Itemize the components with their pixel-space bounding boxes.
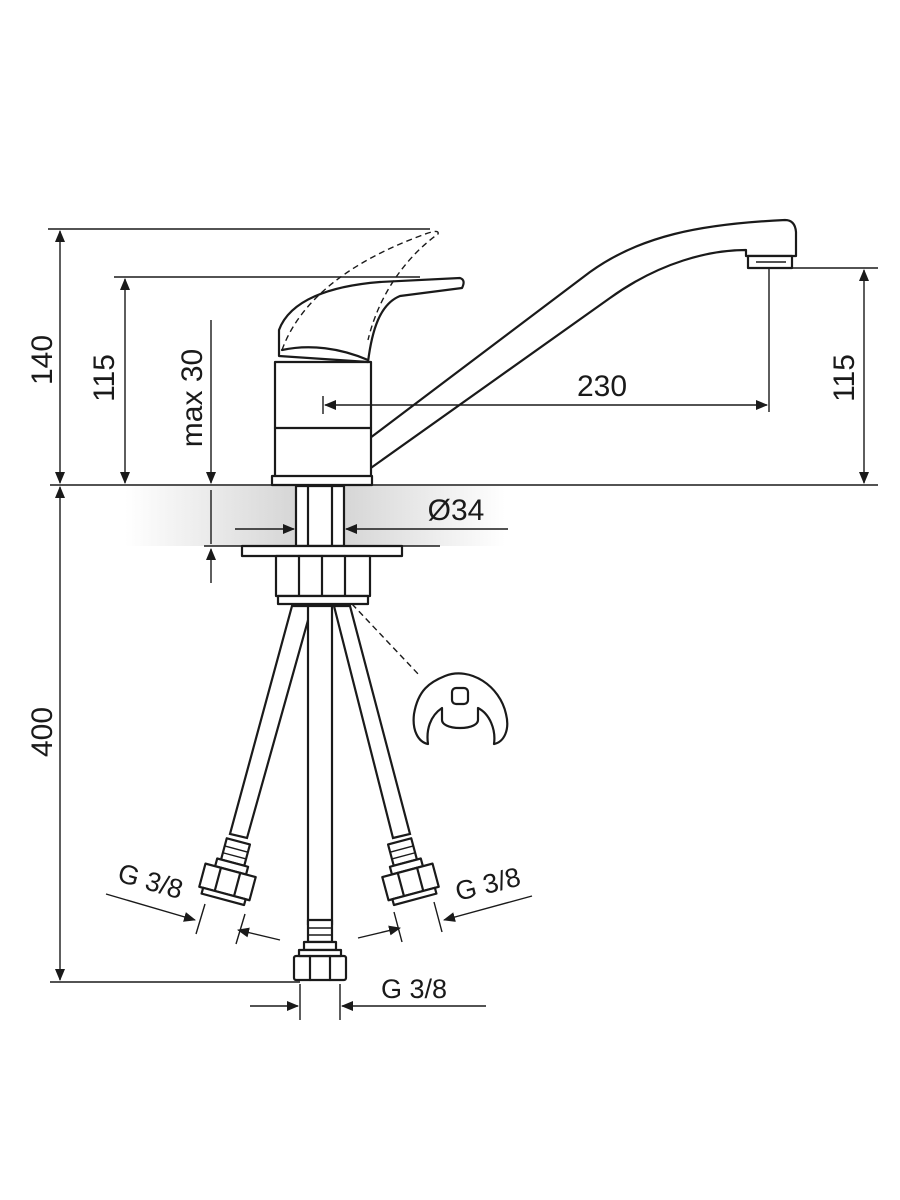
mounting-assembly	[240, 484, 421, 677]
dim-connector-left-label: G 3/8	[115, 858, 187, 905]
countertop-section	[125, 486, 505, 546]
dim-total-height-label: 140	[26, 335, 59, 385]
dim-hose-length: 400	[26, 486, 300, 983]
dim-lever-height: 115	[88, 276, 420, 484]
dim-max-mount-label: max 30	[176, 349, 209, 447]
dim-connector-left: G 3/8	[105, 858, 281, 945]
supply-hoses	[228, 604, 412, 926]
dim-connector-right: G 3/8	[357, 862, 533, 943]
dim-spout-height: 115	[792, 267, 878, 484]
dim-connector-center: G 3/8	[250, 974, 486, 1020]
dim-mount-hole: Ø34	[235, 494, 508, 534]
dim-connector-right-label: G 3/8	[452, 862, 523, 907]
dim-spout-height-label: 115	[828, 354, 861, 402]
connector-center	[292, 918, 348, 982]
dim-hose-length-label: 400	[26, 707, 59, 757]
connector-right	[381, 837, 440, 907]
dim-mount-hole-label: Ø34	[428, 494, 485, 527]
dim-total-height: 140	[26, 228, 430, 484]
faucet-body	[270, 218, 798, 487]
dim-connector-center-label: G 3/8	[381, 974, 447, 1004]
retaining-clip-icon	[412, 672, 509, 746]
connector-left	[198, 837, 257, 907]
dim-spout-reach-label: 230	[577, 370, 627, 403]
dim-lever-height-label: 115	[88, 354, 121, 402]
dim-max-mount: max 30	[176, 320, 440, 583]
dim-spout-reach: 230	[322, 268, 770, 414]
